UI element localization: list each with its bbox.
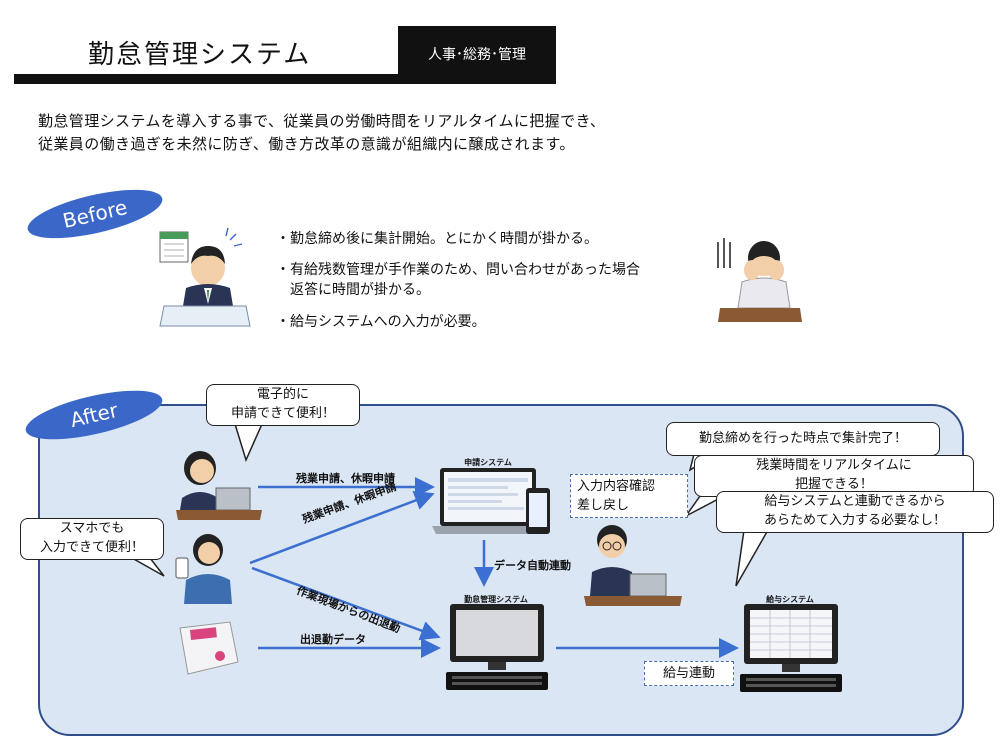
bubble-pc-user-line1: 電子的に	[256, 387, 309, 402]
pc-user-illustration	[176, 451, 262, 520]
attendance-system-caption: 勤怠管理システム	[464, 595, 528, 604]
review-box: 入力内容確認 差し戻し	[570, 474, 688, 518]
payroll-system-caption: 給与システム	[766, 595, 814, 604]
busy-worker-illustration	[159, 227, 251, 327]
bubble-tally-complete: 勤怠締めを行った時点で集計完了！	[666, 422, 940, 456]
before-bullet-1: ・勤怠締め後に集計開始。とにかく時間が掛かる。	[276, 231, 598, 247]
payroll-link-box: 給与連動	[644, 661, 734, 686]
before-bullet-2-cont: 返答に時間が掛かる。	[276, 282, 430, 298]
intro-line-1: 勤怠管理システムを導入する事で、従業員の労働時間をリアルタイムに把握でき、	[38, 112, 606, 130]
payroll-system-monitor	[740, 604, 842, 692]
arrow-label-1: 残業申請、休暇申請	[296, 472, 395, 485]
attendance-system-monitor	[446, 604, 548, 690]
review-box-line2: 差し戻し	[577, 498, 630, 513]
smartphone-user-illustration	[175, 534, 232, 604]
bubble-smartphone-line1: スマホでも	[59, 521, 125, 536]
application-system-devices	[432, 468, 550, 534]
arrow-smartphone-to-application	[249, 490, 435, 565]
application-system-caption: 申請システム	[464, 458, 512, 467]
intro-line-2: 従業員の働き過ぎを未然に防ぎ、働き方改革の意識が組織内に醸成されます。	[38, 135, 575, 153]
bubble-payroll-line2: あらためて入力する必要なし！	[763, 513, 946, 528]
bubble-smartphone-line2: 入力できて便利！	[39, 540, 144, 555]
timecard-machine-illustration	[179, 621, 239, 675]
category-tag: 人事･総務･管理	[428, 47, 526, 63]
bubble-realtime-line2: 把握できる！	[795, 477, 873, 492]
category-tag-box	[398, 26, 556, 84]
exhausted-worker-illustration	[717, 238, 802, 322]
arrow-label-4: 出退勤データ	[300, 633, 366, 646]
review-box-line1: 入力内容確認	[577, 479, 656, 494]
bubble-tally-line1: 勤怠締めを行った時点で集計完了！	[698, 431, 907, 446]
bubble-pc-user-line2: 申請できて便利！	[230, 406, 335, 421]
bubble-payroll-link: 給与システムと連動できるから あらためて入力する必要なし！	[716, 491, 994, 533]
bubble-smartphone: スマホでも 入力できて便利！	[20, 518, 164, 560]
arrow-smartphone-to-attendance	[251, 566, 441, 641]
bubble-realtime: 残業時間をリアルタイムに 把握できる！	[694, 455, 974, 497]
page-title: 勤怠管理システム	[88, 40, 312, 70]
title-underline	[14, 74, 556, 84]
arrow-label-5: データ自動連動	[494, 559, 571, 572]
bubble-payroll-line1: 給与システムと連動できるから	[764, 494, 946, 509]
manager-illustration	[584, 525, 682, 606]
bubble-realtime-line1: 残業時間をリアルタイムに	[756, 458, 912, 473]
bubble-pc-user: 電子的に 申請できて便利！	[206, 384, 360, 426]
before-bullet-3: ・給与システムへの入力が必要。	[276, 314, 486, 330]
before-bullet-2: ・有給残数管理が手作業のため、問い合わせがあった場合	[276, 262, 640, 278]
